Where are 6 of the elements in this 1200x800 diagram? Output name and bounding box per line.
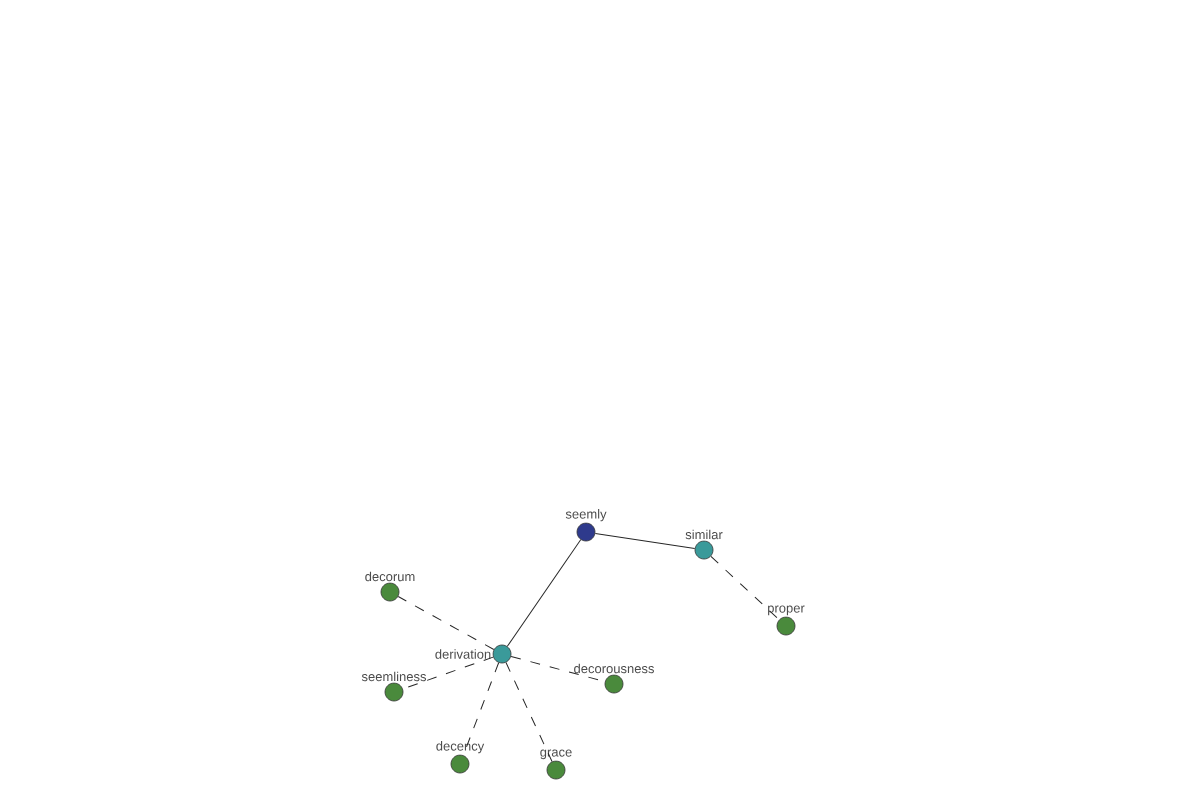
connector-line xyxy=(594,532,696,550)
connector-line xyxy=(506,539,582,647)
dashed-line xyxy=(397,596,495,650)
dashed-line xyxy=(402,656,494,690)
dashed-line xyxy=(505,662,553,762)
dashed-line xyxy=(710,555,780,621)
